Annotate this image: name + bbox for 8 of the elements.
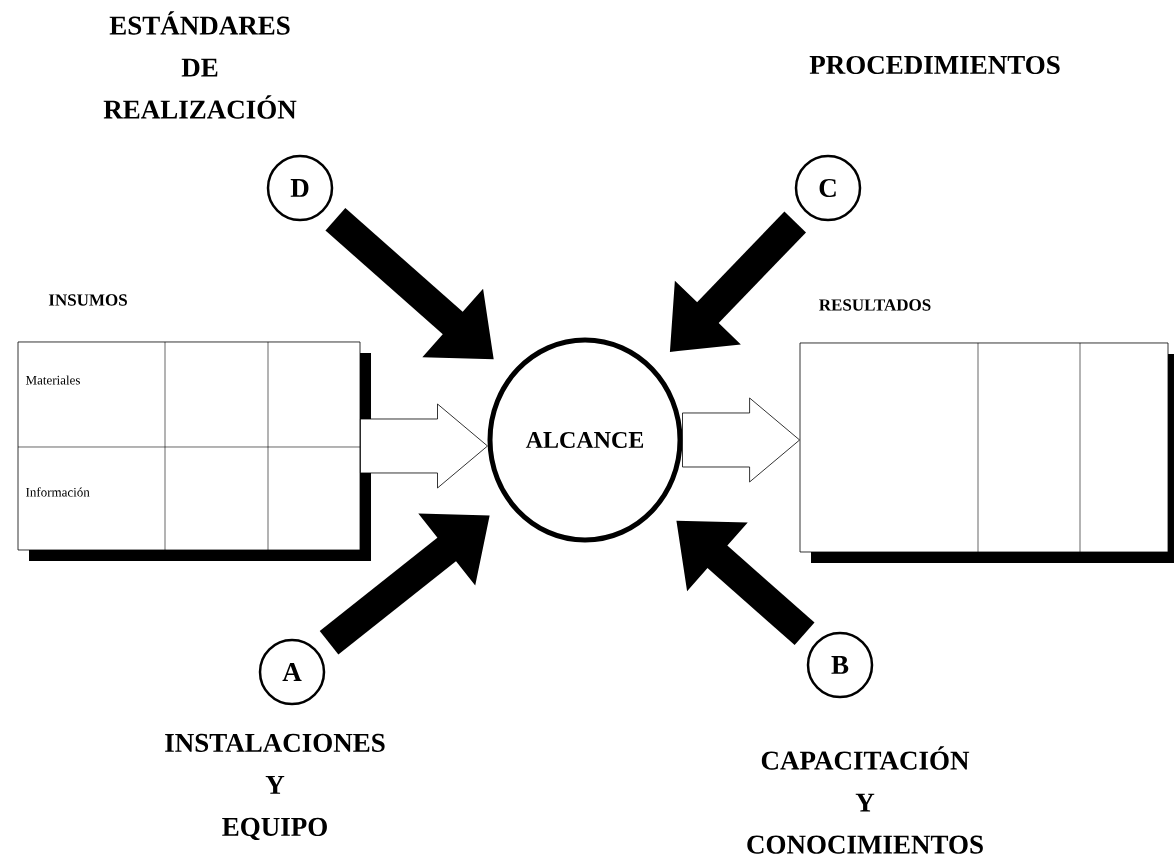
- table-heading: RESULTADOS: [819, 299, 931, 311]
- node-label: ESTÁNDARES DE REALIZACIÓN: [103, 11, 297, 119]
- node-label: PROCEDIMIENTOS: [809, 55, 1060, 75]
- table-heading: INSUMOS: [48, 294, 127, 306]
- node-label: INSTALACIONES Y EQUIPO: [165, 733, 385, 841]
- hollow-arrow: [682, 397, 800, 483]
- node-label: CAPACITACIÓN Y CONOCIMIENTOS: [747, 746, 983, 854]
- hollow-arrow: [360, 403, 488, 489]
